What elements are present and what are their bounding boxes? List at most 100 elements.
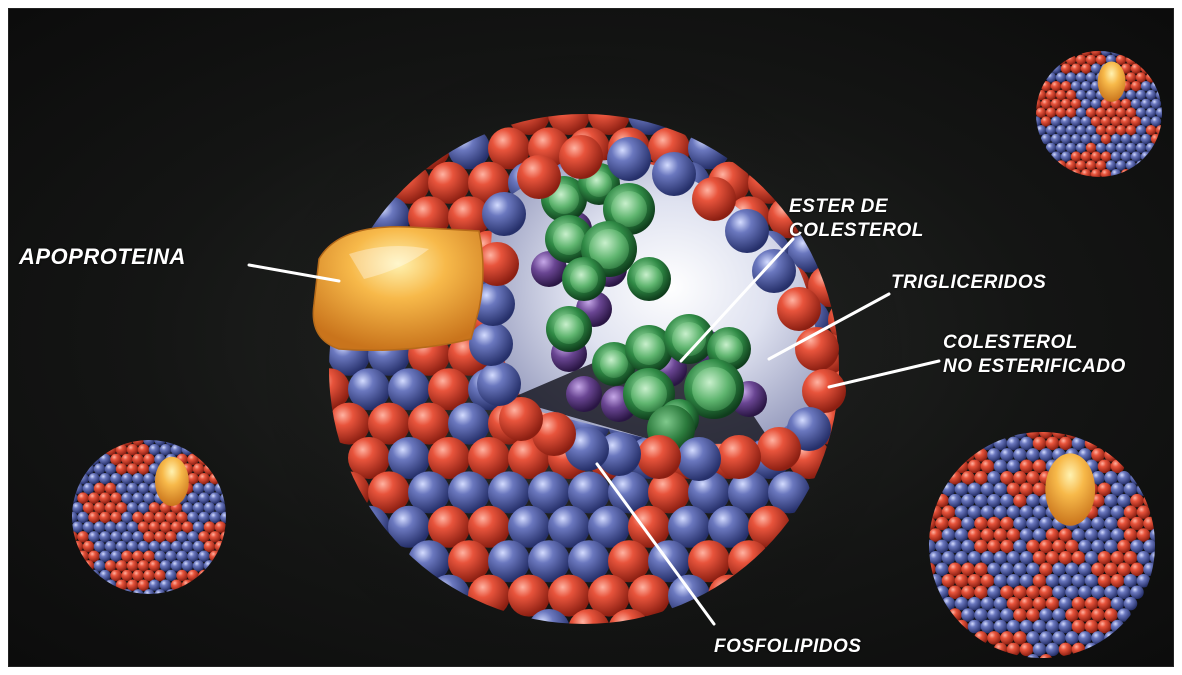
phospholipid-head-blue bbox=[1031, 116, 1041, 126]
phospholipid-head-red bbox=[994, 528, 1008, 542]
phospholipid-head-red bbox=[1026, 425, 1040, 439]
phospholipid-head-red bbox=[154, 570, 165, 581]
phospholipid-head-red bbox=[1000, 585, 1014, 599]
phospholipid-head-red bbox=[132, 454, 143, 465]
phospholipid-head-blue bbox=[1059, 574, 1073, 588]
phospholipid-head-blue bbox=[994, 551, 1008, 565]
phospholipid-head-blue bbox=[105, 579, 116, 590]
label-trigliceridos-text: TRIGLICERIDOS bbox=[891, 271, 1046, 295]
phospholipid-head-blue bbox=[1130, 540, 1144, 554]
phospholipid-head-blue bbox=[1137, 551, 1151, 565]
phospholipid-head-red bbox=[1104, 563, 1118, 577]
phospholipid-head-red bbox=[1081, 63, 1091, 73]
phospholipid-head-blue bbox=[1111, 169, 1121, 179]
phospholipid-head-blue bbox=[160, 444, 171, 455]
phospholipid-head-blue bbox=[193, 521, 204, 532]
phospholipid-head-blue bbox=[1000, 494, 1014, 508]
phospholipid-head-blue bbox=[1086, 72, 1096, 82]
phospholipid-head-blue bbox=[1000, 448, 1014, 462]
rim-sphere-blue bbox=[607, 137, 651, 181]
phospholipid-head-blue bbox=[220, 512, 231, 523]
phospholipid-head-red bbox=[1072, 643, 1086, 657]
phospholipid-head-red bbox=[981, 460, 995, 474]
phospholipid-head-blue bbox=[1116, 143, 1126, 153]
label-colesterol-line-2: NO ESTERIFICADO bbox=[943, 355, 1126, 379]
phospholipid-head-blue bbox=[121, 473, 132, 484]
phospholipid-head-blue bbox=[105, 463, 116, 474]
phospholipid-head-red bbox=[116, 579, 127, 590]
phospholipid-head-red bbox=[1051, 81, 1061, 91]
phospholipid-head-blue bbox=[176, 531, 187, 542]
phospholipid-head-blue bbox=[1078, 540, 1092, 554]
phospholipid-head-blue bbox=[1124, 482, 1138, 496]
phospholipid-head-red bbox=[1117, 517, 1131, 531]
cholesterol-ester-core bbox=[715, 335, 743, 363]
phospholipid-head-red bbox=[215, 541, 226, 552]
phospholipid-head-blue bbox=[1046, 72, 1056, 82]
cholesterol-ester-core bbox=[611, 191, 647, 227]
phospholipid-head-blue bbox=[182, 502, 193, 513]
phospholipid-head-blue bbox=[994, 597, 1008, 611]
phospholipid-head-red bbox=[1096, 160, 1106, 170]
phospholipid-head-red bbox=[1059, 528, 1073, 542]
phospholipid-head-blue bbox=[127, 541, 138, 552]
phospholipid-head-red bbox=[1151, 134, 1161, 144]
phospholipid-head-blue bbox=[165, 434, 176, 445]
phospholipid-head-blue bbox=[942, 551, 956, 565]
phospholipid-head-blue bbox=[1141, 134, 1151, 144]
phospholipid-head-red bbox=[948, 608, 962, 622]
phospholipid-head-red bbox=[121, 454, 132, 465]
phospholipid-head-blue bbox=[1020, 551, 1034, 565]
phospholipid-head-blue bbox=[1121, 151, 1131, 161]
phospholipid-head-blue bbox=[1150, 528, 1164, 542]
phospholipid-head-red bbox=[1091, 169, 1101, 179]
phospholipid-head-blue bbox=[1020, 528, 1034, 542]
phospholipid-head-red bbox=[198, 570, 209, 581]
phospholipid-head-blue bbox=[961, 540, 975, 554]
phospholipid-head-blue bbox=[929, 574, 943, 588]
phospholipid-head-red bbox=[116, 560, 127, 571]
phospholipid-head-blue bbox=[955, 482, 969, 496]
rim-sphere-red bbox=[757, 427, 801, 471]
phospholipid-head-blue bbox=[955, 551, 969, 565]
phospholipid-head-blue bbox=[1156, 107, 1166, 117]
phospholipid-head-red bbox=[987, 631, 1001, 645]
phospholipid-head-red bbox=[88, 550, 99, 561]
rim-sphere-red bbox=[517, 155, 561, 199]
phospholipid-head-blue bbox=[121, 531, 132, 542]
phospholipid-head-red bbox=[1137, 505, 1151, 519]
phospholipid-head-red bbox=[1131, 63, 1141, 73]
phospholipid-head-blue bbox=[72, 483, 83, 494]
label-ester-line-2: COLESTEROL bbox=[789, 219, 924, 243]
phospholipid-head-red bbox=[121, 434, 132, 445]
phospholipid-head-red bbox=[1013, 494, 1027, 508]
phospholipid-head-red bbox=[1033, 597, 1047, 611]
phospholipid-head-red bbox=[143, 550, 154, 561]
phospholipid-head-red bbox=[154, 512, 165, 523]
phospholipid-head-red bbox=[1071, 169, 1081, 179]
phospholipid-head-blue bbox=[1078, 631, 1092, 645]
phospholipid-head-blue bbox=[116, 541, 127, 552]
phospholipid-head-blue bbox=[1141, 116, 1151, 126]
phospholipid-head-blue bbox=[981, 551, 995, 565]
phospholipid-head-red bbox=[1098, 460, 1112, 474]
phospholipid-head-red bbox=[209, 473, 220, 484]
phospholipid-head-red bbox=[1036, 107, 1046, 117]
phospholipid-head-red bbox=[942, 574, 956, 588]
phospholipid-head-red bbox=[83, 560, 94, 571]
phospholipid-head-red bbox=[974, 563, 988, 577]
phospholipid-head-red bbox=[1013, 631, 1027, 645]
rim-sphere-blue bbox=[725, 209, 769, 253]
phospholipid-head-red bbox=[1039, 563, 1053, 577]
phospholipid-head-blue bbox=[1072, 574, 1086, 588]
phospholipid-head-red bbox=[1046, 107, 1056, 117]
phospholipid-head-blue bbox=[1091, 517, 1105, 531]
phospholipid-head-blue bbox=[1051, 116, 1061, 126]
phospholipid-head-blue bbox=[1141, 151, 1151, 161]
phospholipid-head-red bbox=[149, 560, 160, 571]
phospholipid-head-red bbox=[143, 570, 154, 581]
phospholipid-head-blue bbox=[1081, 99, 1091, 109]
phospholipid-head-red bbox=[1126, 55, 1136, 65]
phospholipid-head-blue bbox=[1085, 528, 1099, 542]
phospholipid-head-red bbox=[1056, 55, 1066, 65]
